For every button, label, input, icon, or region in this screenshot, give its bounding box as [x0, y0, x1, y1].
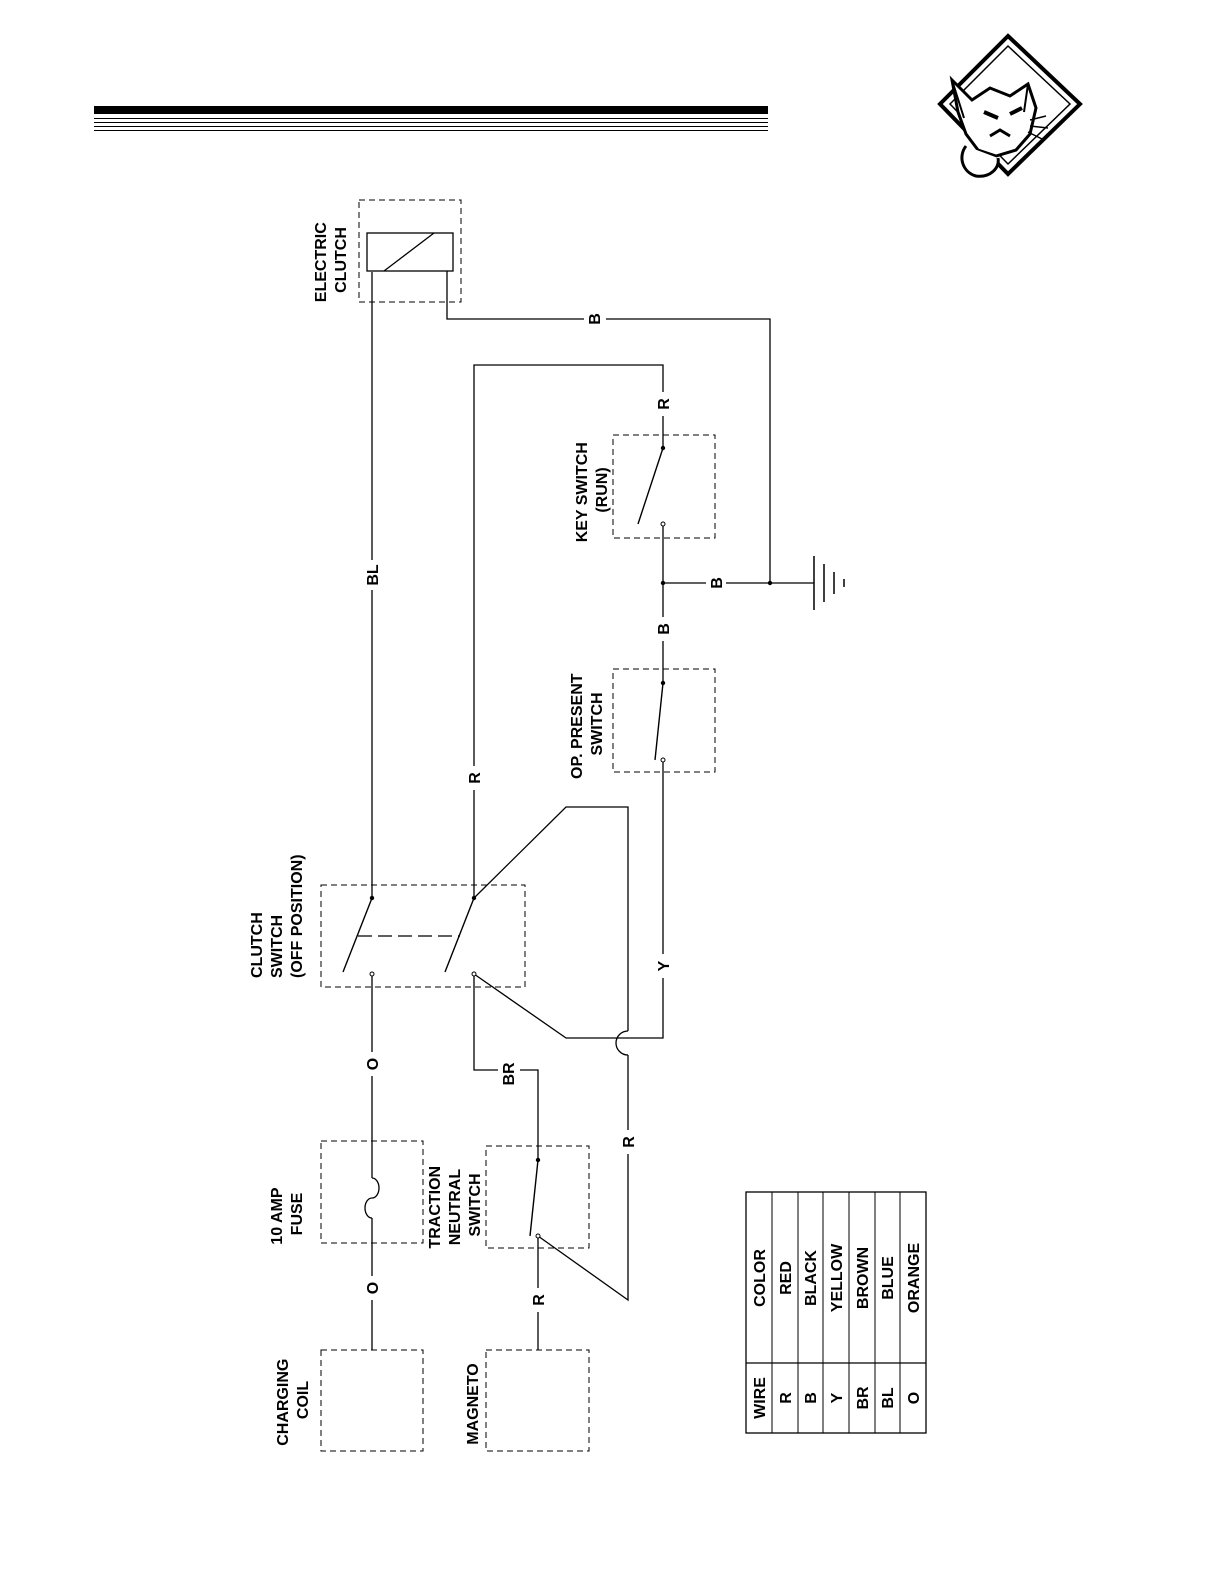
- wire-label-br: BR: [501, 1062, 518, 1086]
- wire-label-y: Y: [656, 960, 673, 971]
- legend-header-wire: WIRE: [752, 1377, 769, 1419]
- electric-clutch-label: ELECTRIC CLUTCH: [313, 218, 350, 302]
- magneto-box: [486, 1350, 589, 1451]
- op-present-switch-blade: [655, 683, 663, 760]
- wire-labels: O O R BR R R BL Y B B R B: [362, 309, 726, 1312]
- legend-row-wire: Y: [829, 1392, 846, 1403]
- legend-row-wire: BL: [880, 1387, 897, 1409]
- traction-switch-blade: [530, 1160, 538, 1236]
- wire-r-upper: [474, 365, 663, 898]
- wire-label-b-clutch: B: [587, 313, 604, 325]
- legend-row-color: YELLOW: [829, 1243, 846, 1312]
- fuse-label: 10 AMP FUSE: [269, 1183, 306, 1244]
- electric-clutch-coil: [367, 233, 453, 271]
- wire-label-b-ground: B: [709, 577, 726, 589]
- legend-row-color: ORANGE: [906, 1243, 923, 1314]
- wire-label-o-right: O: [365, 1058, 382, 1070]
- wire-r-mid: [474, 807, 628, 1031]
- component-labels: CHARGING COIL MAGNETO 10 AMP FUSE TRACTI…: [249, 218, 611, 1446]
- legend-row-color: BROWN: [855, 1247, 872, 1309]
- legend-row-color: BLACK: [803, 1250, 820, 1306]
- charging-coil-box: [321, 1350, 423, 1451]
- wire-b-clutch: [447, 271, 770, 583]
- ground-icon: [814, 556, 844, 610]
- key-switch-label: KEY SWITCH (RUN): [574, 438, 611, 543]
- legend-row-wire: O: [906, 1392, 923, 1404]
- legend-row-wire: B: [803, 1392, 820, 1404]
- clutch-switch-blades: [343, 898, 474, 972]
- wire-label-o-left: O: [365, 1282, 382, 1294]
- wire-label-r-upper: R: [467, 772, 484, 784]
- clutch-switch-label: CLUTCH SWITCH (OFF POSITION): [249, 854, 306, 978]
- legend-row-color: BLUE: [880, 1256, 897, 1300]
- charging-coil-label: CHARGING COIL: [275, 1354, 312, 1446]
- magneto-label: MAGNETO: [465, 1363, 482, 1444]
- legend-row-color: RED: [778, 1261, 795, 1295]
- wire-label-r-magneto: R: [531, 1294, 548, 1306]
- legend-header-color: COLOR: [752, 1249, 769, 1307]
- wire-label-bl: BL: [365, 564, 382, 586]
- wire-color-legend: WIRE COLOR R RED B BLACK Y YELLOW BR BRO…: [746, 1192, 926, 1433]
- traction-neutral-switch-label: TRACTION NEUTRAL SWITCH: [427, 1161, 484, 1248]
- legend-row-wire: BR: [855, 1386, 872, 1410]
- wire-label-r-lower: R: [621, 1136, 638, 1148]
- cat-head-diamond-icon: [940, 36, 1080, 176]
- op-present-switch-label: OP. PRESENT SWITCH: [569, 669, 606, 779]
- legend-row-wire: R: [778, 1392, 795, 1404]
- wire-y: [474, 760, 663, 1038]
- key-switch-blade: [638, 448, 663, 524]
- wire-r-hop: [616, 1031, 628, 1055]
- wire-label-r-key: R: [656, 398, 673, 410]
- wire-r-lower: [538, 1055, 628, 1300]
- header-rule: [94, 106, 768, 131]
- terminals: [370, 446, 772, 1238]
- wire-label-b-op: B: [656, 623, 673, 635]
